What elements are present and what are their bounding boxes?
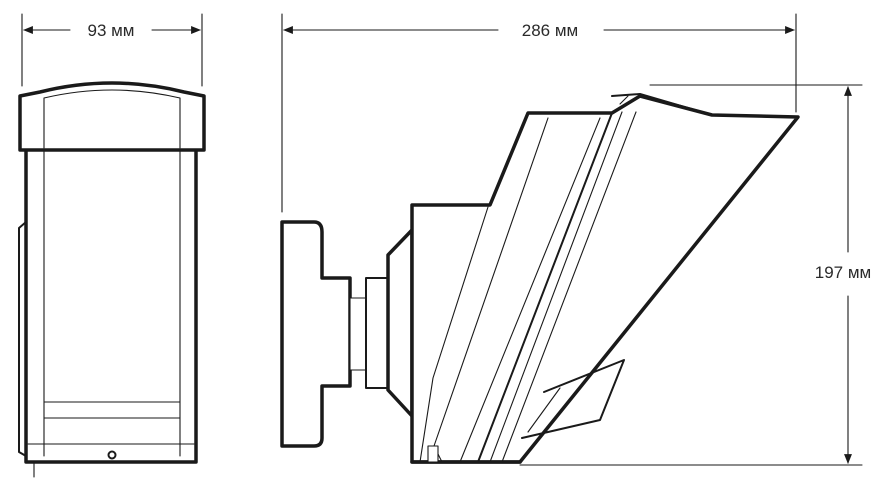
screw-icon bbox=[107, 450, 117, 460]
length-label: 286 мм bbox=[522, 21, 578, 40]
length-dimension: 286 мм bbox=[281, 13, 797, 213]
front-view bbox=[18, 81, 206, 478]
width-label: 93 мм bbox=[87, 21, 134, 40]
width-dimension: 93 мм bbox=[21, 13, 203, 87]
height-label: 197 мм bbox=[815, 263, 871, 282]
height-dimension: 197 мм bbox=[519, 84, 871, 466]
side-view bbox=[280, 93, 800, 464]
